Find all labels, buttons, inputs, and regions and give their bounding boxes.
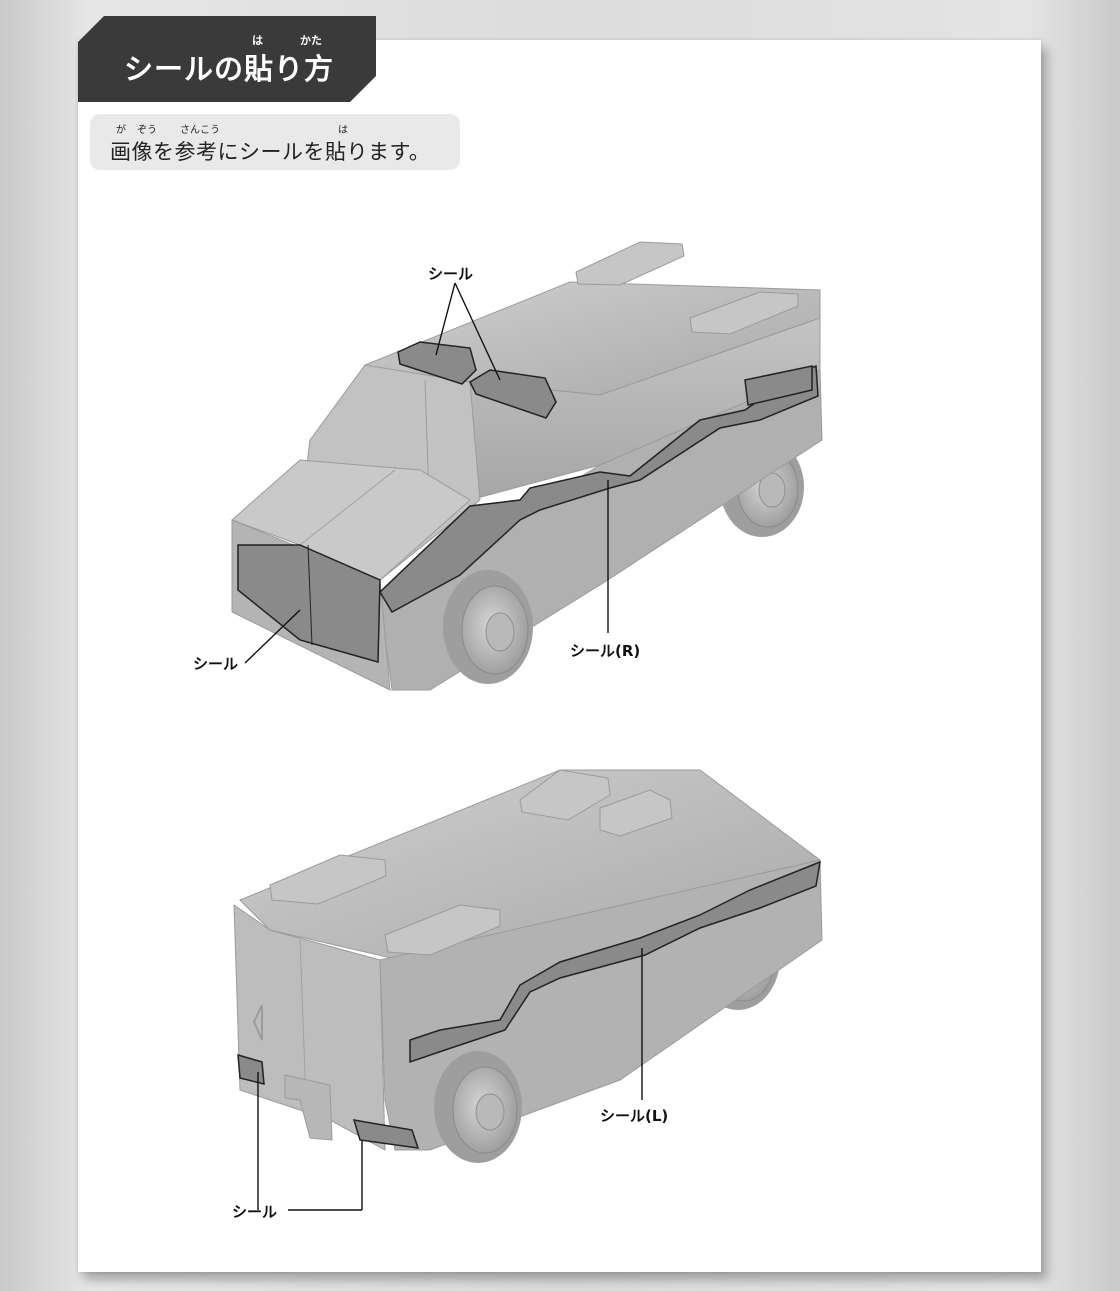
instruction-ruby-ga: が [116,125,126,136]
instruction-ruby-sankou: さんこう [180,125,220,136]
sticker-rear-right [352,1119,420,1149]
title-ruby-kata: かた [300,34,322,47]
sticker-roof-right [469,369,557,419]
page-title: シールの貼り方 [124,52,335,86]
label-side-sticker-l: シール(L) [600,1107,669,1125]
instruction-ruby-ha: は [338,125,348,136]
vehicle-rear-view [233,769,823,1211]
vehicle-front-view [231,241,823,691]
sticker-roof-left [397,341,477,385]
label-front-sticker: シール [193,655,239,673]
sticker-side-r [379,364,819,614]
label-side-sticker-r: シール(R) [570,642,641,660]
tire-front [443,570,533,684]
title-ruby-ha: は [252,34,263,47]
label-roof-sticker: シール [428,265,474,283]
label-rear-sticker: シール [232,1203,278,1221]
sticker-side-l [409,860,821,1064]
title-tab [78,16,376,102]
instruction-text: 画像を参考にシールを貼ります。 [110,140,431,164]
sticker-front-grille [237,544,381,663]
instruction-box [90,114,460,170]
tire-near [434,1051,522,1163]
instruction-ruby-zou: ぞう [137,125,157,136]
